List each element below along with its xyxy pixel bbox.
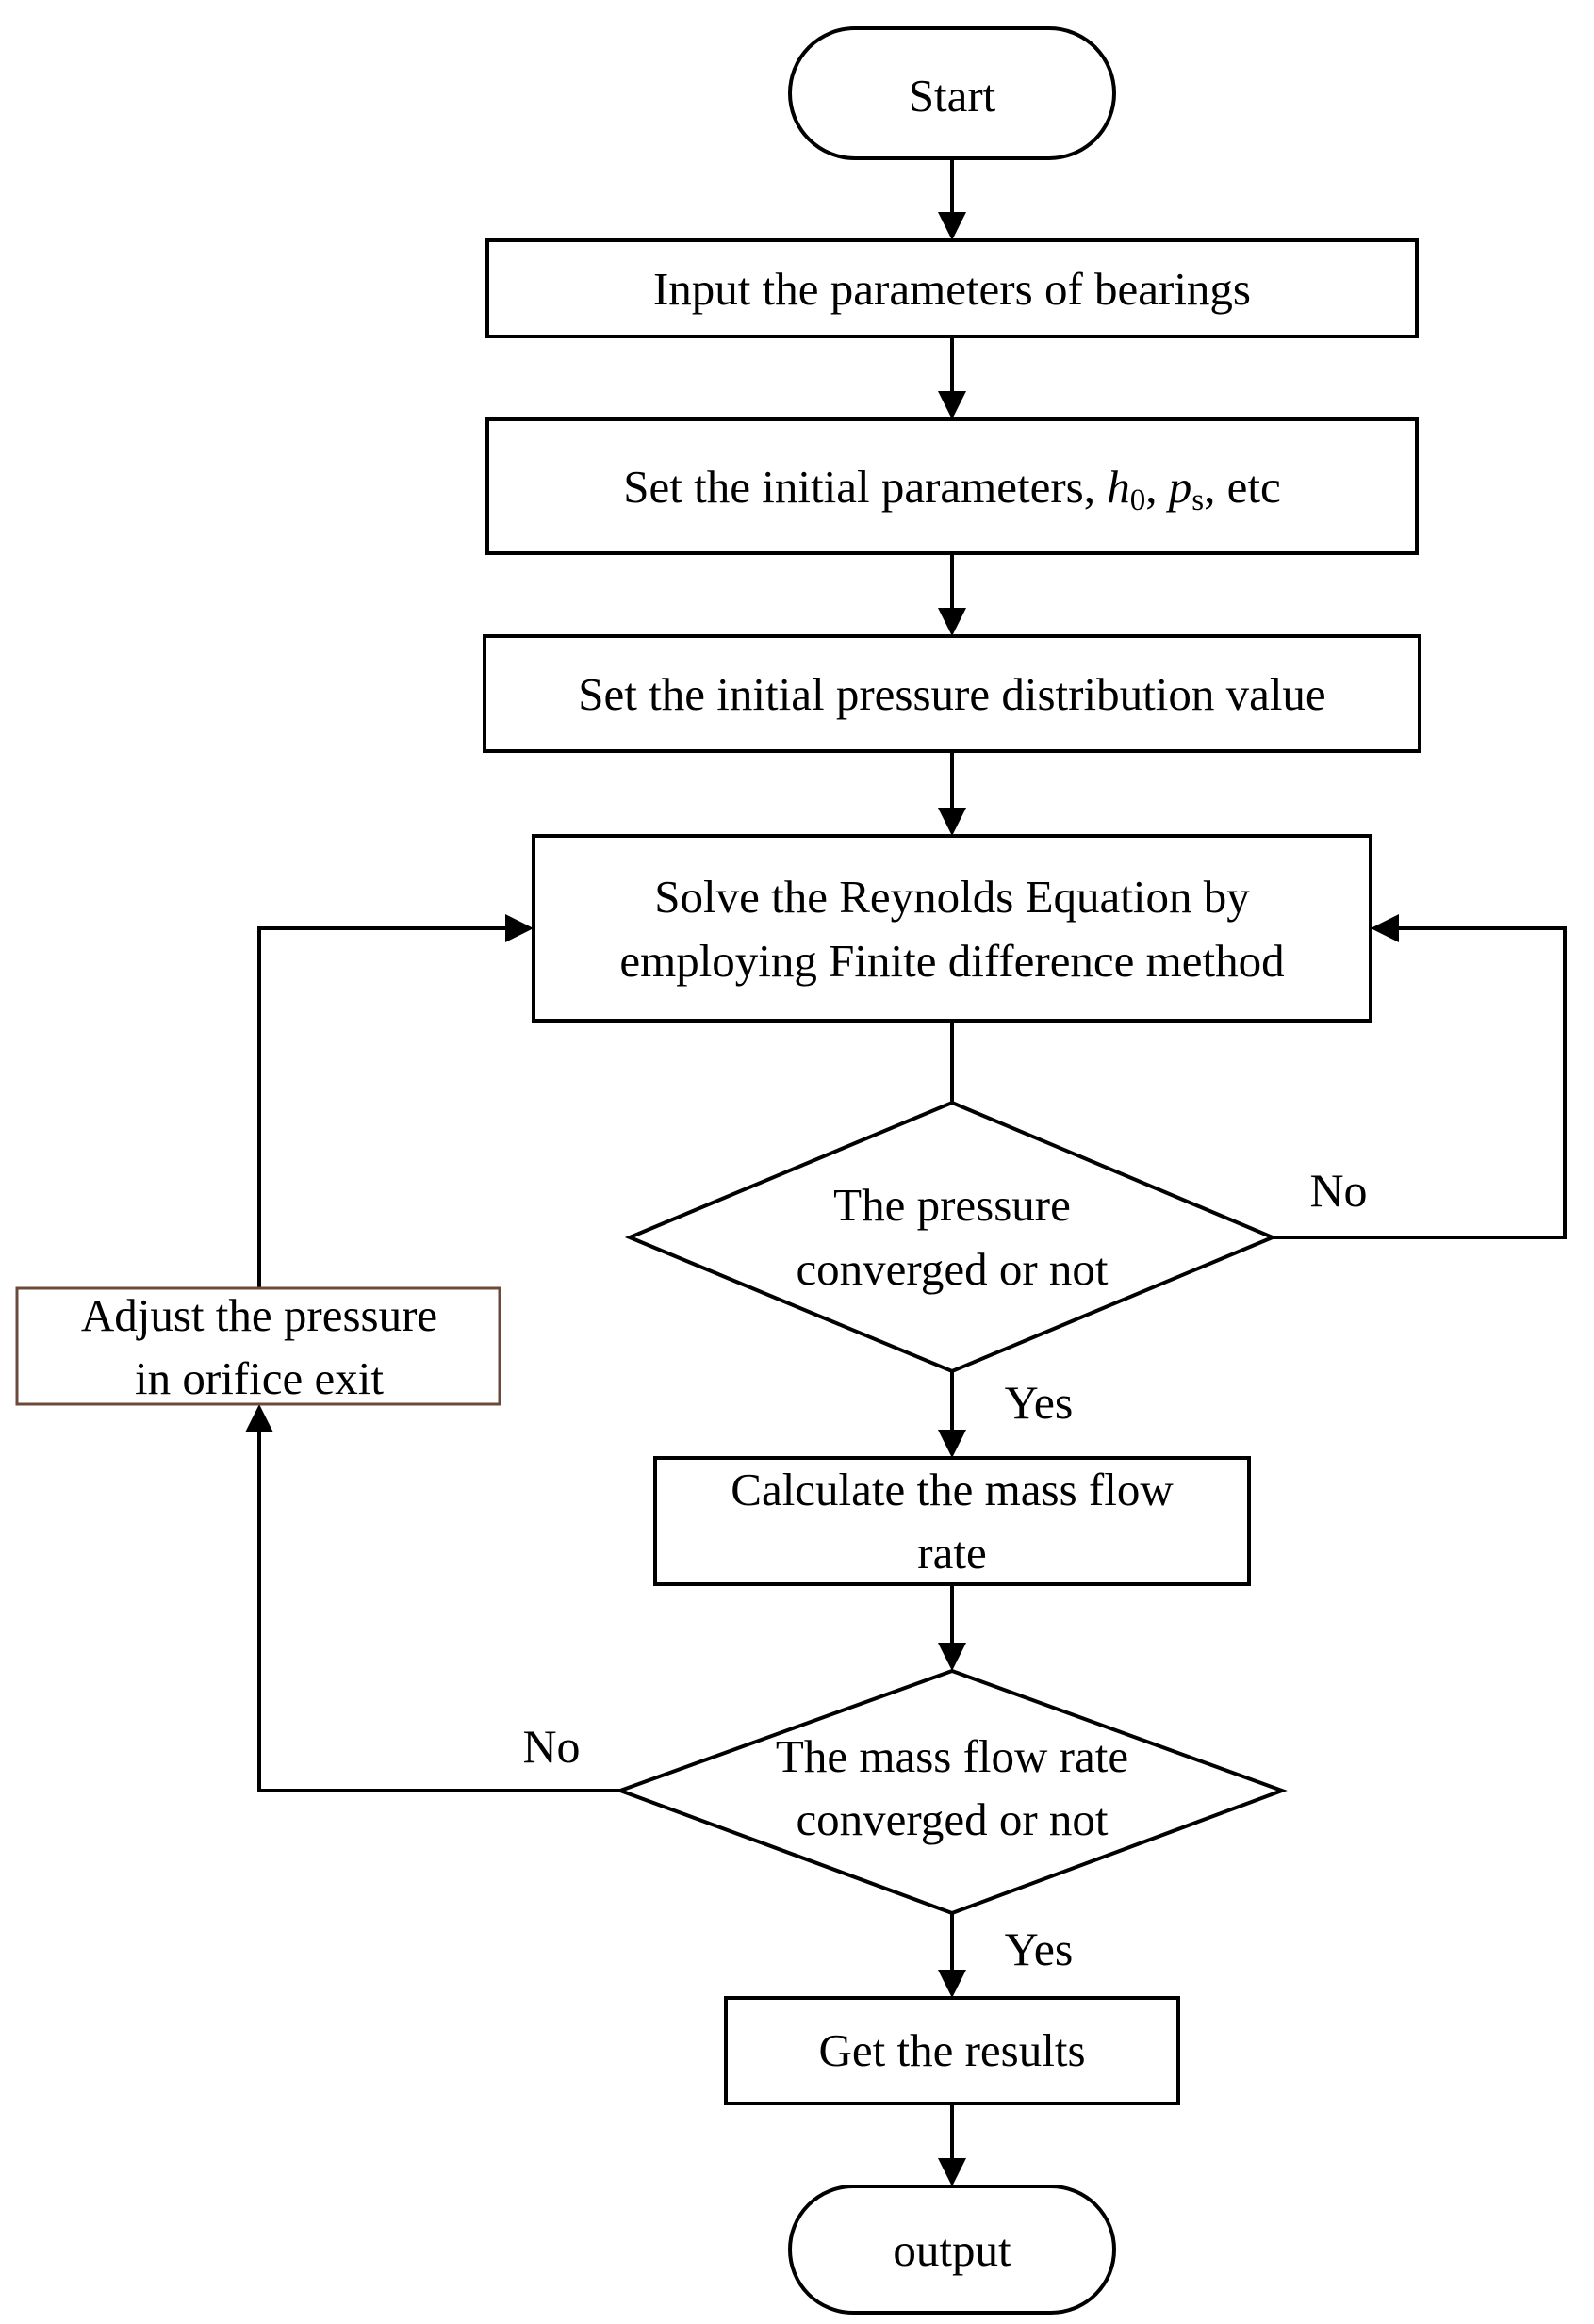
p-symbol: p bbox=[1166, 461, 1192, 513]
arrowhead-pressure-dist bbox=[938, 608, 966, 636]
input-parameters-box: Input the parameters of bearings bbox=[485, 238, 1419, 338]
solve-reynolds-line2: employing Finite difference method bbox=[619, 935, 1284, 987]
mass-flow-converged-line1: The mass flow rate bbox=[776, 1730, 1128, 1782]
mass-flow-converged-decision: The mass flow rate converged or not bbox=[615, 1668, 1288, 1916]
arrowhead-params bbox=[938, 391, 966, 419]
edge-adjust-solve bbox=[257, 926, 507, 1288]
edge-label-pressure-yes: Yes bbox=[1005, 1376, 1074, 1429]
edge-label-pressure-no: No bbox=[1309, 1164, 1367, 1217]
output-label: output bbox=[893, 2224, 1011, 2276]
mass-flow-line1: Calculate the mass flow bbox=[731, 1464, 1174, 1515]
mass-flow-box: Calculate the mass flow rate bbox=[653, 1456, 1251, 1586]
pressure-converged-decision: The pressure converged or not bbox=[624, 1100, 1278, 1374]
arrowhead-results bbox=[938, 1970, 966, 1998]
solve-reynolds-line1: Solve the Reynolds Equation by bbox=[654, 871, 1250, 923]
solve-reynolds-box: Solve the Reynolds Equation by employing… bbox=[532, 834, 1372, 1023]
initial-parameters-box: Set the initial parameters, h0, ps, etc bbox=[485, 417, 1419, 555]
adjust-pressure-line1: Adjust the pressure bbox=[81, 1289, 437, 1341]
arrowhead-output bbox=[938, 2158, 966, 2186]
comma-separator: , bbox=[1145, 461, 1169, 513]
connectors bbox=[245, 158, 1567, 2186]
input-parameters-label: Input the parameters of bearings bbox=[653, 263, 1251, 315]
edge-pressure-no-loop bbox=[1273, 926, 1567, 1239]
arrowhead-adjust bbox=[245, 1404, 273, 1432]
edge-label-mass-yes: Yes bbox=[1005, 1923, 1074, 1975]
mass-flow-line2: rate bbox=[917, 1527, 986, 1579]
arrowhead-decision-mass bbox=[938, 1643, 966, 1671]
mass-flow-converged-line2: converged or not bbox=[796, 1793, 1108, 1845]
h-subscript: 0 bbox=[1130, 483, 1146, 517]
arrowhead-solve bbox=[938, 808, 966, 836]
pressure-converged-line2: converged or not bbox=[796, 1243, 1108, 1295]
output-terminal: output bbox=[788, 2185, 1116, 2315]
etc-text: , etc bbox=[1204, 461, 1281, 513]
start-label: Start bbox=[909, 70, 996, 122]
adjust-pressure-line2: in orifice exit bbox=[135, 1352, 384, 1404]
adjust-pressure-box: Adjust the pressure in orifice exit bbox=[15, 1286, 501, 1406]
arrowhead-input bbox=[938, 212, 966, 240]
edge-label-mass-no: No bbox=[522, 1720, 580, 1773]
results-box: Get the results bbox=[724, 1996, 1180, 2105]
results-label: Get the results bbox=[818, 2024, 1085, 2076]
arrowhead-solve-left bbox=[505, 914, 534, 942]
pressure-distribution-label: Set the initial pressure distribution va… bbox=[578, 668, 1325, 720]
initial-parameters-label: Set the initial parameters, h0, ps, etc bbox=[623, 461, 1280, 517]
edge-mass-no bbox=[257, 1431, 620, 1792]
arrowhead-mass-flow bbox=[938, 1430, 966, 1458]
h-symbol: h bbox=[1107, 461, 1130, 513]
arrowhead-solve-right bbox=[1371, 914, 1399, 942]
pressure-distribution-box: Set the initial pressure distribution va… bbox=[483, 634, 1421, 753]
pressure-converged-line1: The pressure bbox=[833, 1179, 1071, 1231]
start-terminal: Start bbox=[788, 26, 1116, 160]
initial-parameters-text: Set the initial parameters, bbox=[623, 461, 1107, 513]
p-subscript: s bbox=[1191, 483, 1204, 517]
